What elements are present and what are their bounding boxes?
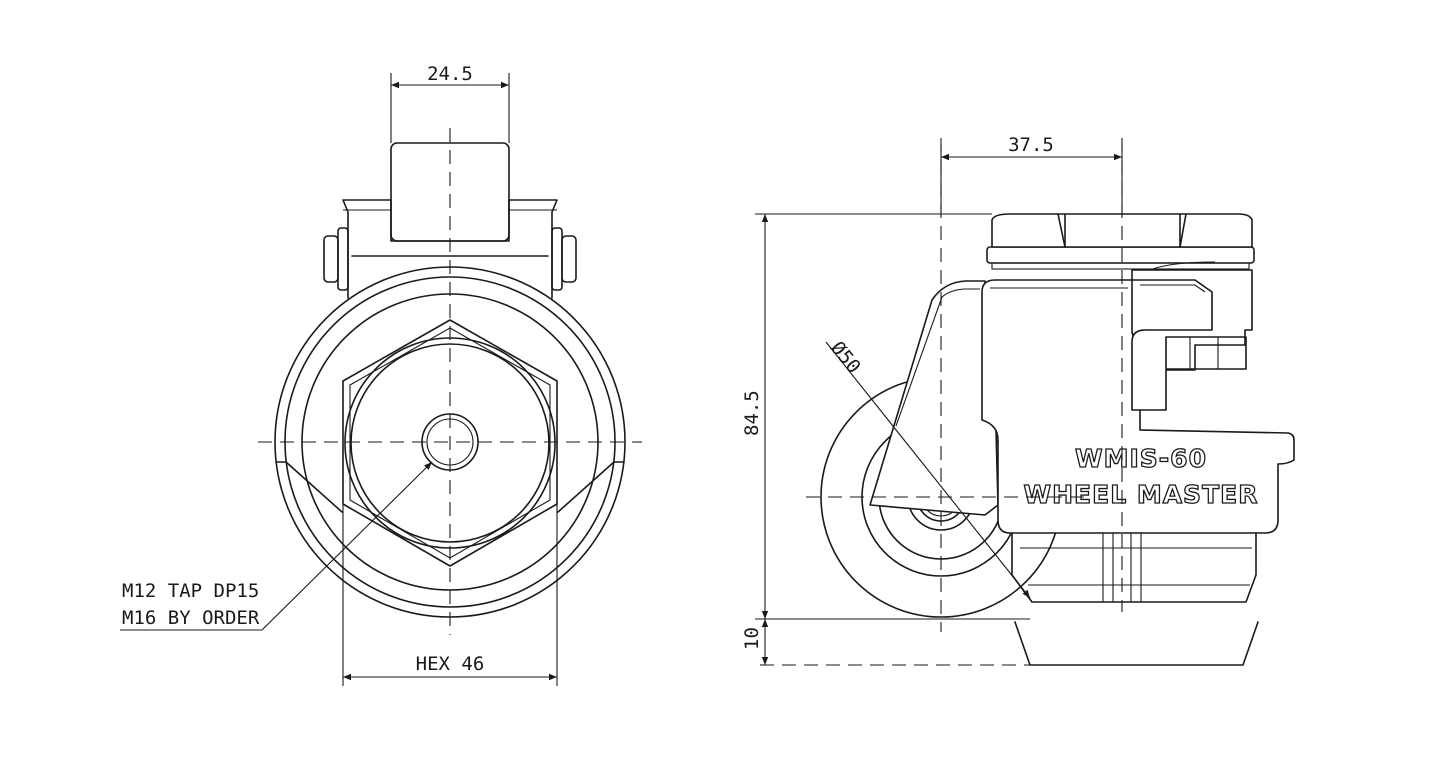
- side-view: WMIS-60 WHEEL MASTER Ø50 37.5 84.5 10: [741, 134, 1295, 666]
- swing-arm: [869, 280, 999, 516]
- dim-overall-height: 84.5: [741, 390, 763, 436]
- dim-offset: 37.5: [1008, 134, 1054, 156]
- right-axle-nut: [561, 235, 577, 283]
- floor-pad: [1014, 621, 1259, 666]
- skirt: [1011, 532, 1257, 603]
- level-adjuster-bracket: [1131, 269, 1253, 411]
- left-axle-nut: [323, 235, 339, 283]
- dim-wheel-diameter: Ø50: [826, 337, 865, 378]
- tap-note-line1: M12 TAP DP15: [122, 580, 259, 602]
- brand-name-label: WHEEL MASTER: [1024, 480, 1259, 509]
- brand-model-label: WMIS-60: [1075, 444, 1207, 473]
- dim-stem-width: 24.5: [427, 63, 473, 85]
- top-washer: [986, 246, 1255, 264]
- front-view: 24.5 HEX 46 M12 TAP DP15 M16 BY ORDER: [120, 63, 642, 686]
- adjust-nut: [1165, 336, 1247, 370]
- dim-floor-clearance: 10: [741, 627, 763, 650]
- dim-hex-size: HEX 46: [416, 653, 485, 675]
- tap-note-line2: M16 BY ORDER: [122, 607, 260, 629]
